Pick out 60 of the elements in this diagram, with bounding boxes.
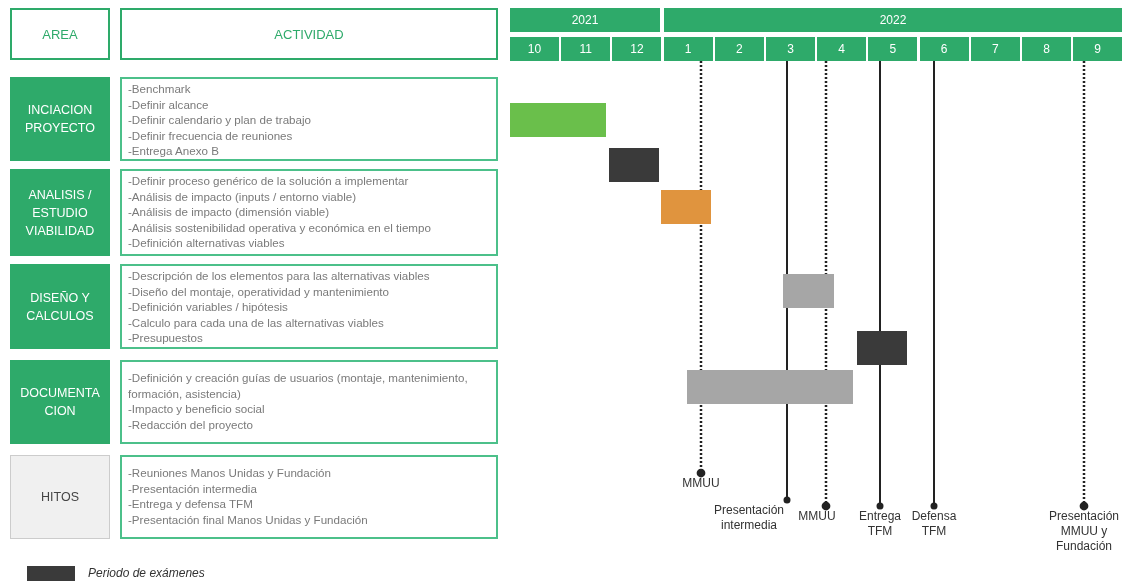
activity-item: -Definir proceso genérico de la solución a implementar: [128, 173, 409, 189]
activity-item: -Calculo para cada una de las alternativas viables: [128, 314, 384, 331]
activity-item: -Análisis de impacto (dimensión viable): [128, 204, 330, 220]
milestone-label: Defensa TFM: [910, 509, 958, 539]
month-cell: 3: [766, 37, 815, 61]
activity-item: -Descripción de los elementos para las alternativas viables: [128, 268, 430, 284]
activity-list-box: [120, 77, 498, 161]
month-cell: 8: [1022, 37, 1071, 61]
activity-item: -Definir calendario y plan de trabajo: [128, 112, 312, 128]
milestone-line: [821, 61, 831, 511]
activity-item: -Benchmark: [128, 81, 191, 97]
activity-item: -Entrega y defensa TFM: [128, 496, 253, 512]
month-cell: 10: [510, 37, 559, 61]
activity-list-box: [120, 169, 498, 256]
activity-item: -Presentación final Manos Unidas y Fundación: [128, 511, 368, 528]
activity-item: -Análisis sostenibilidad operativa y económica en el tiempo: [128, 219, 431, 236]
activity-item: -Impacto y beneficio social: [128, 401, 265, 417]
milestone-label: Entrega TFM: [858, 509, 902, 539]
activity-item: -Entrega Anexo B: [128, 143, 219, 159]
activity-item: -Definición alternativas viables: [128, 235, 285, 251]
month-cell: 9: [1073, 37, 1123, 61]
milestone-label: Presentación MMUU y Fundación: [1044, 509, 1124, 554]
activity-item: -Análisis de impacto (inputs / entorno viable): [128, 188, 357, 205]
area-box: HITOS: [10, 455, 110, 539]
activity-item: -Definir alcance: [128, 96, 209, 113]
milestone-line: [876, 60, 884, 510]
year-cell: 2022: [664, 8, 1122, 32]
year-cell: 2021: [510, 8, 660, 32]
legend-label: Periodo de exámenes: [88, 566, 205, 580]
activity-item: -Definición variables / hipótesis: [128, 299, 288, 315]
header-cell: ACTIVIDAD: [120, 8, 498, 60]
month-cell: 2: [714, 37, 764, 61]
month-cell: 6: [919, 37, 969, 61]
month-cell: 5: [868, 37, 918, 61]
activity-item: -Definición y creación guías de usuarios (montaje, mantenimiento, formación, asistencia): [128, 370, 469, 402]
milestone-line: [696, 61, 706, 478]
area-box: ANALISIS / ESTUDIO VIABILIDAD: [10, 169, 110, 256]
activity-item: -Reuniones Manos Unidas y Fundación: [128, 465, 331, 481]
month-cell: 11: [561, 37, 611, 61]
milestone-label: MMUU: [679, 476, 723, 491]
area-box: DISEÑO Y CALCULOS: [10, 264, 110, 349]
area-box: INCIACION PROYECTO: [10, 77, 110, 161]
milestone-label: Presentación intermedia: [708, 503, 790, 533]
month-cell: 4: [817, 37, 867, 61]
milestone-label: MMUU: [795, 509, 839, 524]
activity-item: -Presupuestos: [128, 330, 203, 346]
month-cell: 7: [970, 37, 1020, 61]
activity-item: -Definir frecuencia de reuniones: [128, 127, 293, 144]
activity-list-box: [120, 360, 498, 444]
month-cell: 1: [663, 37, 713, 61]
milestone-line: [930, 60, 938, 510]
area-box: DOCUMENTA CION: [10, 360, 110, 444]
activity-list-box: [120, 455, 498, 539]
month-cell: 12: [612, 37, 662, 61]
activity-item: -Presentación intermedia: [128, 480, 257, 497]
header-cell: AREA: [10, 8, 110, 60]
milestone-line: [1079, 61, 1089, 511]
activity-list-box: [120, 264, 498, 349]
activity-item: -Diseño del montaje, operatividad y mantenimiento: [128, 283, 389, 300]
activity-item: -Redacción del proyecto: [128, 416, 254, 433]
